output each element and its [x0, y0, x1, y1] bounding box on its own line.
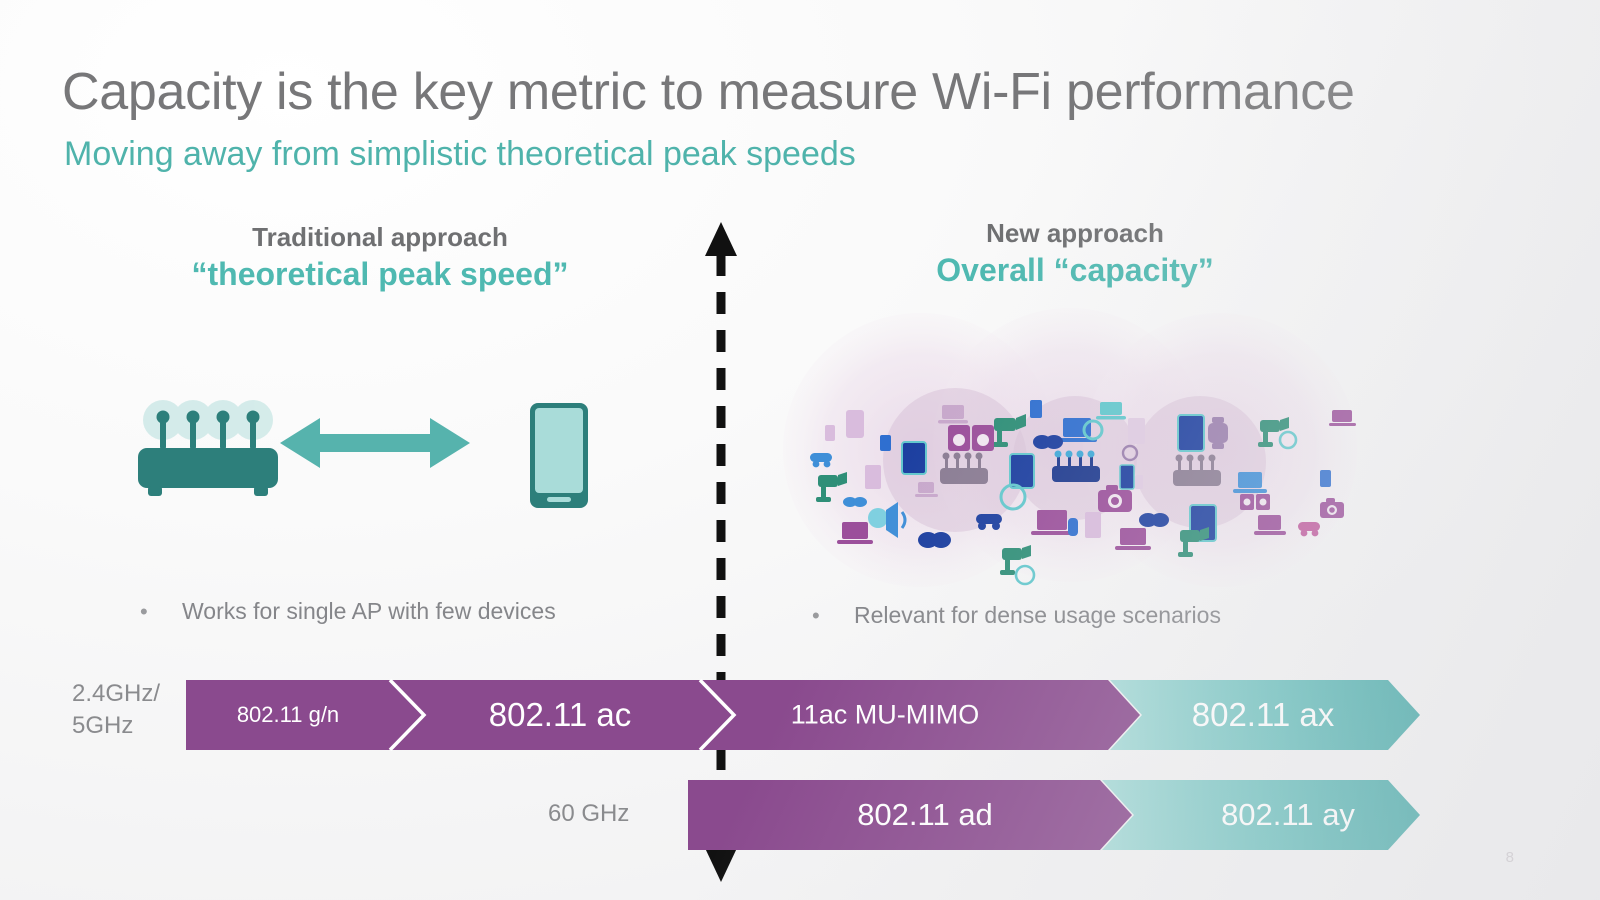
camera-icon	[1098, 485, 1132, 512]
smartphone-icon	[865, 465, 881, 489]
bullet-marker-icon: •	[140, 599, 148, 624]
left-bullet-item: • Works for single AP with few devices	[140, 598, 556, 625]
connected-car-icon	[1298, 522, 1320, 537]
game-controller-icon	[1033, 435, 1063, 449]
smartphone-icon	[1085, 512, 1101, 538]
laptop-icon	[1115, 528, 1151, 550]
chevron-separator	[388, 678, 427, 752]
iot-sensor-icon	[999, 483, 1027, 511]
router-icon	[138, 410, 278, 496]
smartphone-icon	[1119, 464, 1135, 490]
new-approach-illustration	[780, 290, 1360, 590]
band-label-60ghz: 60 GHz	[548, 800, 630, 827]
timeline-row-24ghz	[186, 678, 1420, 752]
game-controller-icon	[918, 532, 951, 548]
laptop-icon	[938, 405, 968, 424]
smartphone-icon	[1135, 475, 1143, 489]
coverage-circles	[783, 308, 1357, 587]
bullet-marker-icon: •	[812, 603, 820, 628]
access-point-icon	[1052, 450, 1100, 482]
tablet-icon	[1177, 414, 1205, 452]
connected-car-icon	[976, 514, 1002, 530]
right-column-heading: New approach Overall “capacity”	[840, 218, 1310, 291]
row2-teal-segment	[1102, 780, 1420, 850]
game-controller-icon	[1139, 513, 1169, 527]
right-headline: Overall “capacity”	[936, 251, 1214, 288]
iot-sensor-icon	[1121, 444, 1139, 462]
access-point-icon	[1173, 454, 1221, 486]
smartphone-icon	[1320, 470, 1331, 487]
traditional-approach-illustration	[130, 398, 630, 533]
access-point-icon	[940, 452, 988, 484]
laptop-icon	[1233, 472, 1267, 493]
band-label-24ghz: 2.4GHz/ 5GHz	[72, 678, 160, 742]
laptop-icon	[1031, 510, 1073, 535]
security-camera-icon	[1258, 417, 1289, 447]
speakers-icon	[948, 425, 994, 451]
security-camera-icon	[992, 414, 1026, 447]
audio-stream-icon	[868, 502, 907, 538]
page-subtitle: Moving away from simplistic theoretical …	[64, 135, 856, 173]
tablet-icon	[1009, 453, 1035, 489]
row1-teal-segment	[1110, 680, 1420, 750]
smartwatch-icon	[1082, 419, 1104, 441]
standards-timeline: 802.11 g/n 802.11 ac 11ac MU-MIMO 802.11…	[0, 660, 1600, 880]
smartphone-icon	[1128, 418, 1145, 444]
page-title: Capacity is the key metric to measure Wi…	[62, 63, 1355, 121]
band-label-line: 2.4GHz/	[72, 680, 161, 707]
left-bullet-text: Works for single AP with few devices	[182, 598, 556, 624]
chevron-separator	[698, 678, 737, 752]
vr-headset-icon	[843, 497, 867, 507]
smartphone-icon	[530, 403, 588, 508]
security-camera-icon	[1000, 545, 1031, 575]
smartphone-icon	[880, 435, 891, 451]
tablet-icon	[846, 410, 864, 438]
security-camera-icon	[1178, 527, 1209, 557]
center-divider-arrow	[693, 222, 749, 882]
iot-sensor-icon	[1278, 430, 1298, 450]
right-kicker: New approach	[986, 218, 1164, 248]
right-bullet-text: Relevant for dense usage scenarios	[854, 602, 1221, 628]
laptop-icon	[915, 482, 938, 497]
camera-icon	[1320, 498, 1344, 518]
smartwatch-icon	[1208, 417, 1228, 449]
speakers-icon	[1240, 494, 1270, 510]
laptop-icon	[1096, 402, 1126, 420]
row1-purple-body	[186, 680, 1140, 750]
left-kicker: Traditional approach	[252, 222, 508, 252]
iot-sensor-icon	[1014, 564, 1036, 586]
dashed-double-arrow-icon	[705, 222, 737, 882]
timeline-svg	[186, 678, 1420, 850]
laptop-icon	[1254, 515, 1286, 535]
row2-purple-body	[688, 780, 1132, 850]
smartwatch-icon	[1068, 518, 1078, 536]
laptop-icon	[837, 522, 873, 544]
band-label-line: 5GHz	[72, 711, 134, 739]
smartphone-icon	[1030, 400, 1042, 418]
right-bullet-item: • Relevant for dense usage scenarios	[812, 602, 1221, 629]
laptop-icon	[1329, 410, 1356, 426]
bidirectional-arrow-icon	[280, 418, 470, 468]
tablet-icon	[901, 441, 927, 475]
left-column-heading: Traditional approach “theoretical peak s…	[140, 222, 620, 295]
smartphone-icon	[825, 425, 835, 441]
page-number: 8	[1505, 849, 1514, 866]
timeline-row-60ghz	[688, 780, 1420, 850]
security-camera-icon	[816, 472, 847, 502]
connected-car-icon	[810, 453, 832, 468]
left-headline: “theoretical peak speed”	[191, 255, 569, 292]
